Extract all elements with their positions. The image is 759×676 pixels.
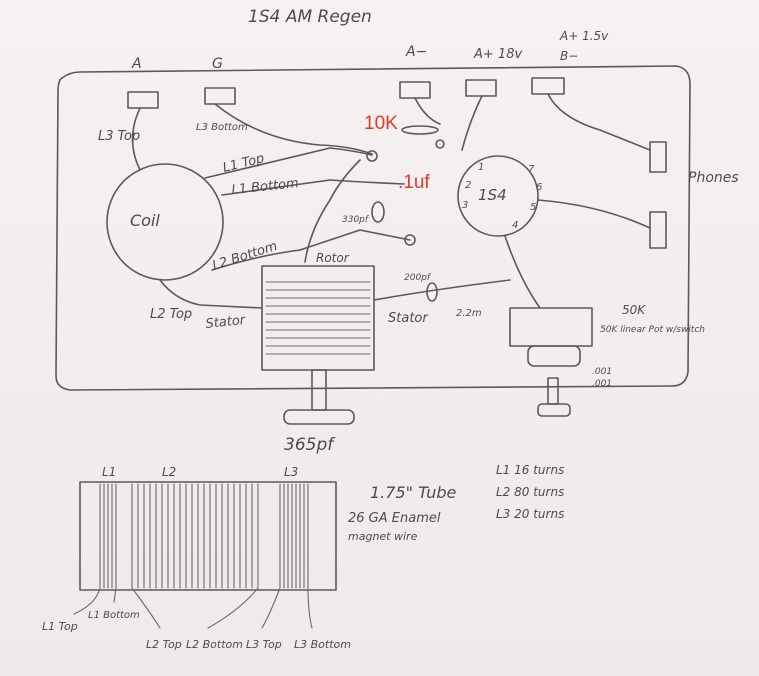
wire-to-aplus2 [547, 93, 651, 151]
cap-001-b: .001 [592, 379, 612, 389]
wire-to-aminus [414, 97, 441, 125]
svg-text:5: 5 [530, 202, 536, 213]
terminal-block-a-plus2 [531, 77, 565, 95]
svg-text:7: 7 [528, 164, 535, 175]
diagram-title: 1S4 AM Regen [248, 7, 372, 27]
junction-3 [435, 139, 445, 149]
label-l1-top: L1 Top [221, 151, 266, 176]
label-l1-bottom: L1 Bottom [231, 176, 300, 198]
svg-text:2: 2 [465, 180, 471, 191]
wire-tube-pot [504, 235, 541, 309]
cap-330-label: 330pf [342, 215, 370, 225]
wire-main-2 [329, 179, 405, 185]
capacitor-shaft [311, 369, 327, 411]
svg-text:1: 1 [478, 162, 484, 173]
wire-spec-2: magnet wire [348, 530, 418, 543]
wlabel-l2-top: L2 Top [146, 638, 182, 651]
wire-main-3 [299, 229, 411, 251]
junction-2 [404, 234, 416, 246]
phones-jack-bottom [649, 211, 667, 249]
tube-pin-numbers: 765 4 3 21 [462, 162, 542, 231]
res-10k [401, 125, 439, 135]
red-10k-label: 10K [364, 113, 398, 134]
terminal-a-plus2-label: A+ 1.5v [559, 29, 609, 43]
pot-shaft [547, 377, 559, 405]
wire-l1-bottom [221, 179, 331, 196]
wlabel-l3-top: L3 Top [246, 638, 282, 651]
label-l3-top: L3 Top [98, 129, 140, 144]
varcap-label: 365pf [284, 435, 336, 455]
label-l2-top: L2 Top [150, 307, 192, 322]
wire-stator-right [373, 279, 511, 301]
tube-socket [457, 155, 539, 237]
winding-l2-lines [131, 483, 259, 589]
tube-label: 1S4 [478, 186, 507, 204]
junction-1 [366, 150, 378, 162]
wire-l2-bottom [211, 249, 301, 271]
stator-right-label: Stator [388, 311, 429, 326]
winding-l1-label: L1 [102, 465, 116, 479]
label-l2-bottom: L2 Bottom [211, 239, 280, 274]
potentiometer [509, 307, 593, 347]
wlabel-l1-top: L1 Top [42, 620, 78, 633]
terminal-b-minus-label: B− [560, 49, 578, 63]
label-l3-bottom: L3 Bottom [196, 122, 248, 133]
pot-label-1: 50K [622, 303, 646, 317]
terminal-block-g [204, 87, 236, 105]
wire-phones [537, 199, 651, 229]
cap-200-label: 200pf [404, 273, 432, 283]
pot-lugs [527, 345, 581, 367]
stator-left-label: Stator [205, 313, 248, 332]
phones-label: Phones [688, 170, 739, 186]
cap-330 [371, 201, 385, 223]
cap-001-a: .001 [592, 367, 612, 377]
terminal-a-plus-label: A+ 18v [473, 47, 522, 62]
rotor-label: Rotor [316, 251, 350, 265]
wlabel-l1-bottom: L1 Bottom [88, 610, 140, 621]
turns-l3: L3 20 turns [496, 507, 564, 521]
svg-text:3: 3 [462, 200, 468, 211]
svg-text:4: 4 [512, 220, 518, 231]
wire-l1-top [204, 147, 331, 179]
turns-l1: L1 16 turns [496, 463, 564, 477]
winding-l3-lines [279, 483, 309, 589]
winding-leads [73, 587, 313, 629]
phones-jack-top [649, 141, 667, 173]
res-22-label: 2.2m [456, 308, 482, 319]
wire-main-1 [329, 147, 373, 156]
svg-text:6: 6 [536, 182, 542, 193]
wire-to-aplus [461, 95, 483, 151]
pot-label: 50K linear Pot w/switch [600, 325, 705, 335]
wire-spec-1: 26 GA Enamel [348, 511, 441, 526]
winding-l2-label: L2 [162, 465, 176, 479]
terminal-block-a-minus [399, 81, 431, 99]
capacitor-plates [265, 281, 371, 355]
pot-knob [537, 403, 571, 417]
red-1uf-label: .1uf [398, 172, 430, 193]
terminal-block-a [127, 91, 159, 109]
winding-l1-lines [99, 483, 117, 589]
terminal-g-label: G [212, 56, 223, 72]
wire-rotor [304, 159, 361, 263]
capacitor-knob [283, 409, 355, 425]
winding-tube [79, 481, 337, 591]
wire-l2-top [159, 279, 263, 309]
cap-200 [426, 282, 438, 302]
board-outline [55, 65, 691, 391]
wire-l3-bottom [214, 103, 373, 155]
wire-l3-top [131, 107, 141, 171]
coil-circle [106, 163, 224, 281]
coil-label: Coil [130, 211, 160, 230]
terminal-block-a-plus [465, 79, 497, 97]
terminal-a-minus-label: A− [405, 44, 427, 60]
tube-spec: 1.75" Tube [370, 483, 457, 502]
terminal-a-label: A [131, 56, 142, 72]
wlabel-l3-bottom: L3 Bottom [294, 638, 351, 651]
winding-l3-label: L3 [284, 465, 298, 479]
wlabel-l2-bottom: L2 Bottom [186, 638, 243, 651]
turns-l2: L2 80 turns [496, 485, 564, 499]
